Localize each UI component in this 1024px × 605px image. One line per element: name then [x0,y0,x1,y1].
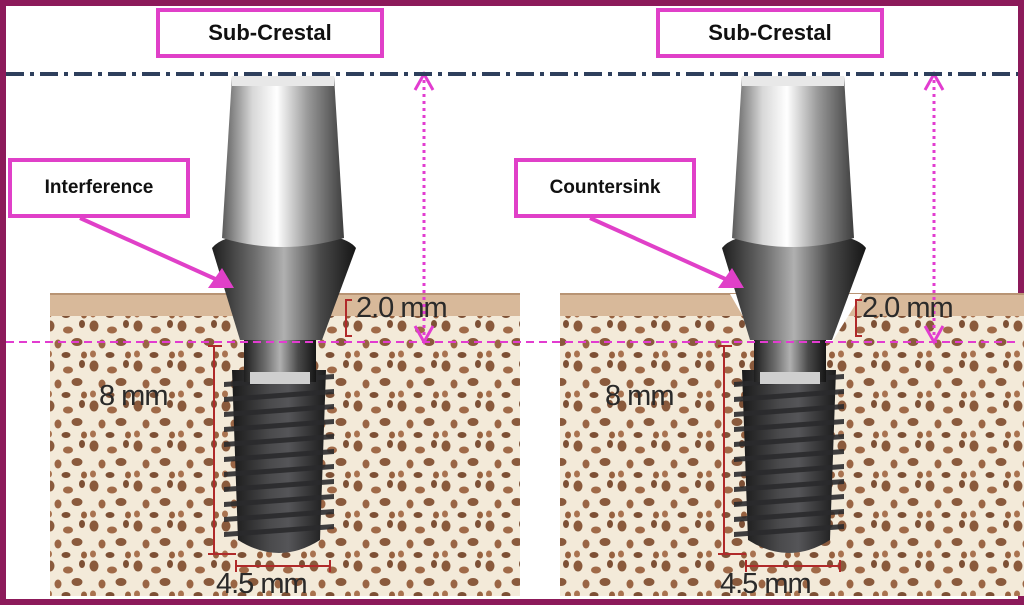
panel-left-thread [224,449,334,462]
panel-right-width-label: 4.5 mm [720,568,812,600]
panel-right-depth-label: 2.0 mm [862,292,954,324]
panel-right-thread [734,434,844,447]
panel-right-implant-body [742,370,836,553]
panel-right-length-label: 8 mm [605,380,674,412]
panel-right-thread [734,419,844,432]
panel-right-collar-ring [760,372,820,384]
panel-left-collar-ring [250,372,310,384]
panel-left-abutment-shaft [222,76,344,247]
panel-right-thread [734,464,844,477]
panel-right-abutment-top [742,76,844,86]
panel-left-thread [224,524,334,537]
panel-left-thread [224,494,334,507]
panel-right-thread [734,524,844,537]
panel-left-depth-label: 2.0 mm [356,292,448,324]
panel-left-thread [224,389,334,402]
panel-right-thread [734,389,844,402]
panel-left-art [50,70,520,596]
panel-right-thread [734,479,844,492]
panel-left-thread [224,404,334,417]
panel-right-callout-pointer-head [718,268,744,288]
panel-left-callout-pointer [79,216,223,284]
panel-left-depth-bracket [345,299,352,337]
panel-right-callout: Countersink [514,158,696,218]
panel-left-callout: Interference [8,158,190,218]
panel-right-abutment-shaft [732,76,854,247]
panel-left-title: Sub-Crestal [156,8,384,58]
panel-right-art [560,70,1024,596]
panel-left-implant-body [232,370,326,553]
panel-left-abutment-flare [212,232,356,340]
panel-left-callout-pointer-head [208,268,234,288]
panel-right-thread [734,494,844,507]
panel-left-width-label: 4.5 mm [216,568,308,600]
panel-left-abutment-top [232,76,334,86]
panel-left-thread [224,509,334,522]
panel-right-title: Sub-Crestal [656,8,884,58]
panel-right-depth-bracket [855,299,862,337]
panel-left-thread [224,419,334,432]
panel-right-thread [734,509,844,522]
panel-left-thread [224,434,334,447]
panel-left-length-label: 8 mm [99,380,168,412]
panel-left-thread [224,464,334,477]
panel-right-callout-pointer [589,216,733,284]
panel-right-thread [734,449,844,462]
panel-right-abutment-flare [722,232,866,340]
panel-right-thread [734,404,844,417]
panel-left-thread [224,479,334,492]
